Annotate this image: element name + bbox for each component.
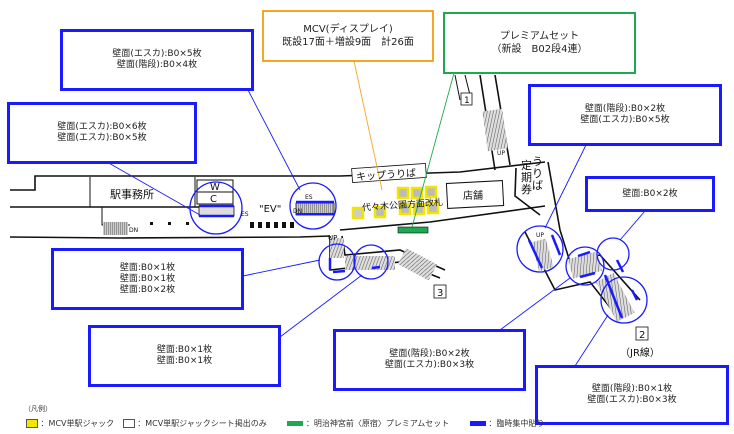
svg-text:1: 1 xyxy=(464,96,470,106)
callout-line: 壁面(階段):B0×2枚 xyxy=(389,349,470,359)
callout-line: 壁面:B0×2枚 xyxy=(119,284,176,295)
up-label-exit3: UP xyxy=(328,234,337,242)
callout-mcv-display: MCV(ディスプレイ) 既設17面＋増設9面 計26面 xyxy=(262,10,434,62)
legend-label-mcv-jack: ：MCV単駅ジャック xyxy=(40,419,115,428)
station-office-label: 駅事務所 xyxy=(110,187,154,201)
jr-line-label: （JR線） xyxy=(620,346,660,359)
exit-3-badge: 3 xyxy=(433,284,447,299)
legend-label-mcv-sheet: ：MCV単駅ジャックシート掲出のみ xyxy=(137,419,267,428)
callout-stairs-escalator-bottom-right: 壁面(階段):B0×1枚 壁面(エスカ):B0×3枚 xyxy=(535,365,729,425)
temporary-poster-swatch xyxy=(469,421,486,426)
es-label-left: ES xyxy=(241,211,249,218)
mcv-display-unit xyxy=(351,206,365,220)
stair-exit3-down xyxy=(397,248,438,281)
commuter-pass-label: うりば 定期券 xyxy=(521,155,543,196)
callout-line: 壁面(エスカ):B0×5枚 xyxy=(580,115,670,125)
callout-wall-left-lower: 壁面:B0×1枚 壁面:B0×1枚 壁面:B0×2枚 xyxy=(51,248,244,310)
wc-c-label: C xyxy=(210,194,217,205)
svg-text:り: り xyxy=(532,167,543,180)
wc-w-label: W xyxy=(210,182,220,193)
mcv-sheet-swatch xyxy=(122,419,135,428)
shop-label: 店舗 xyxy=(463,189,483,202)
callout-line: プレミアムセット xyxy=(499,31,580,42)
mcv-display-unit xyxy=(373,205,387,219)
callout-escalator-stairs-top: 壁面(エスカ):B0×5枚 壁面(階段):B0×4枚 xyxy=(60,29,254,91)
mcv-display-unit xyxy=(412,202,426,216)
stair-exit3-up xyxy=(330,238,344,258)
callout-line: 壁面:B0×1枚 xyxy=(156,345,213,355)
up-label-exit2: UP xyxy=(536,232,544,239)
callout-wall-right: 壁面:B0×2枚 xyxy=(585,176,715,212)
callout-line: （新設 B02段4連） xyxy=(491,44,588,55)
legend-heading: （凡例） xyxy=(24,405,52,413)
dn-label-center: DN xyxy=(293,208,302,215)
legend-row: ：MCV単駅ジャック ：MCV単駅ジャックシート掲出のみ ：明治神宮前〈原宿〉プ… xyxy=(26,418,544,429)
svg-text:定: 定 xyxy=(521,158,532,172)
ev-label: "EV" xyxy=(259,204,281,215)
callout-line: 壁面:B0×1枚 xyxy=(119,262,176,273)
callout-line: 壁面(階段):B0×2枚 xyxy=(584,104,666,114)
mcv-display-unit xyxy=(410,186,424,200)
stair-exit1 xyxy=(482,108,508,152)
callout-wall-bottom-left: 壁面:B0×1枚 壁面:B0×1枚 xyxy=(88,325,281,387)
temporary-poster-marks xyxy=(328,234,639,319)
dn-label-left: DN xyxy=(129,227,138,234)
escalator-center xyxy=(295,200,335,216)
svg-text:う: う xyxy=(532,155,543,168)
leader-lines xyxy=(106,60,646,367)
stair-dn-left xyxy=(103,222,128,235)
escalator-left xyxy=(198,204,235,218)
premium-set-swatch xyxy=(287,421,304,426)
mcv-display-group xyxy=(351,185,440,220)
callout-stairs-escalator-bottom-center: 壁面(階段):B0×2枚 壁面(エスカ):B0×3枚 xyxy=(333,329,526,391)
callout-line: MCV(ディスプレイ) xyxy=(303,24,393,35)
exit-2-badge: 2 xyxy=(635,326,649,341)
mcv-jack-swatch xyxy=(26,419,38,428)
ticket-area-label: キップうりば xyxy=(356,167,417,183)
callout-line: 壁面(エスカ):B0×5枚 xyxy=(112,49,202,59)
highlight-circles xyxy=(189,181,648,324)
legend-label-premium-set: ：明治神宮前〈原宿〉プレミアムセット xyxy=(305,419,450,428)
svg-text:2: 2 xyxy=(639,330,645,341)
legend: （凡例） xyxy=(24,404,52,414)
exit-1-badge: 1 xyxy=(460,92,473,106)
mcv-display-unit xyxy=(424,185,438,199)
stair-exit3-mid xyxy=(345,256,395,270)
mcv-display-unit xyxy=(396,186,410,200)
svg-text:期: 期 xyxy=(521,171,532,184)
callout-line: 壁面:B0×1枚 xyxy=(119,273,176,284)
callout-escalator-left: 壁面(エスカ):B0×6枚 壁面(エスカ):B0×5枚 xyxy=(7,102,197,164)
callout-line: 壁面(階段):B0×1枚 xyxy=(591,384,673,394)
shop-box xyxy=(445,180,505,209)
mcv-display-unit xyxy=(426,201,440,215)
ev-dash-line xyxy=(150,222,294,228)
callout-line: 壁面(エスカ):B0×5枚 xyxy=(57,133,147,143)
callout-line: 壁面(エスカ):B0×3枚 xyxy=(384,360,475,370)
ticket-area-box xyxy=(351,163,427,183)
stair-exit2-up xyxy=(531,238,554,272)
callout-line: 既設17面＋増設9面 計26面 xyxy=(282,37,414,48)
callout-premium-set: プレミアムセット （新設 B02段4連） xyxy=(443,12,636,74)
callout-line: 壁面:B0×2枚 xyxy=(622,188,678,199)
callout-line: 壁面(エスカ):B0×6枚 xyxy=(57,122,147,132)
mcv-display-unit xyxy=(398,202,412,216)
svg-text:ば: ば xyxy=(532,179,543,192)
callout-line: 壁面:B0×1枚 xyxy=(156,356,213,366)
callout-line: 壁面(エスカ):B0×3枚 xyxy=(587,395,677,405)
premium-set-marker xyxy=(397,226,429,234)
svg-text:券: 券 xyxy=(521,182,532,196)
up-label-exit1: UP xyxy=(497,150,505,157)
es-label-center: ES xyxy=(305,194,313,201)
callout-line: 壁面(階段):B0×4枚 xyxy=(116,60,198,70)
legend-label-temporary: ：臨時集中貼り xyxy=(488,419,545,428)
callout-stairs-escalator-right: 壁面(階段):B0×2枚 壁面(エスカ):B0×5枚 xyxy=(528,84,722,146)
svg-text:3: 3 xyxy=(437,288,443,299)
stair-exit2-mid xyxy=(567,251,603,279)
stair-exit2-down xyxy=(595,272,635,323)
